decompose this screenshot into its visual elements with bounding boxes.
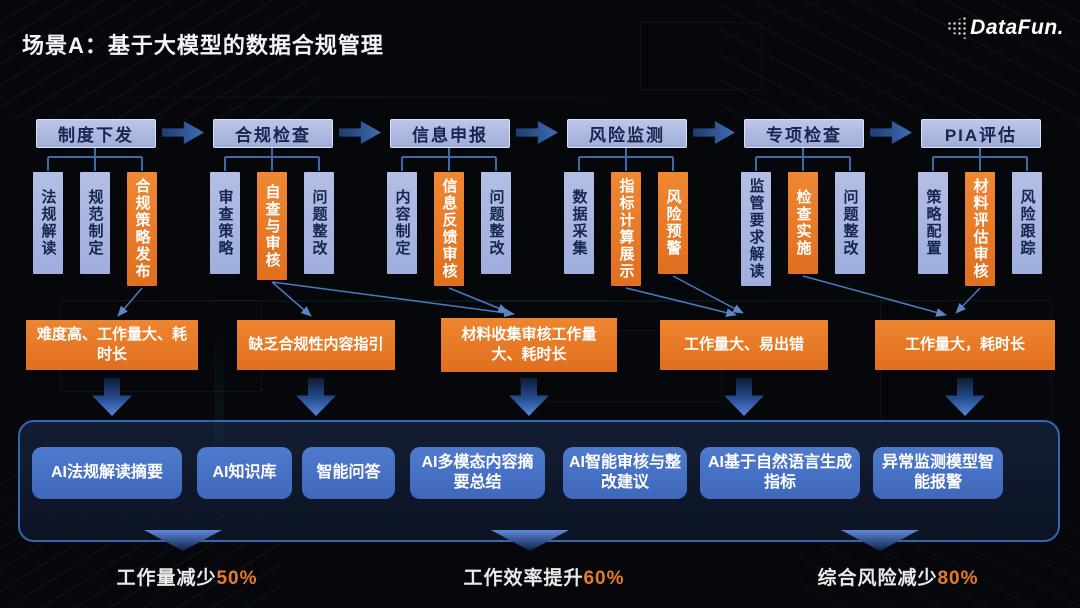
pain-point-box: 难度高、工作量大、耗时长: [26, 320, 198, 370]
pain-point-box: 材料收集审核工作量大、耗时长: [441, 318, 617, 372]
ai-solution-box: AI知识库: [197, 447, 292, 499]
pain-point-box: 工作量大，耗时长: [875, 320, 1055, 370]
step-box-highlight: 合规策略发布: [127, 172, 157, 286]
stat-workload-reduction: 工作量减少50%: [37, 563, 337, 590]
ai-solution-box: AI智能审核与整改建议: [563, 447, 687, 499]
stat-efficiency-gain: 工作效率提升60%: [394, 563, 694, 590]
step-box: 监管要求解读: [741, 172, 771, 286]
step-box-highlight: 材料评估审核: [965, 172, 995, 286]
stage-box-compliance-check: 合规检查: [213, 119, 333, 148]
stat-value: 60%: [583, 568, 625, 589]
page-title: 场景A：基于大模型的数据合规管理: [22, 33, 384, 58]
datafun-logo: DataFun.: [947, 16, 1064, 40]
stat-label: 工作量减少: [116, 568, 217, 589]
step-box-highlight: 指标计算展示: [611, 172, 641, 286]
stat-label: 综合风险减少: [817, 568, 938, 589]
step-box: 数据采集: [564, 172, 594, 274]
step-box: 问题整改: [481, 172, 511, 274]
step-box: 问题整改: [304, 172, 334, 274]
ai-solution-box: AI基于自然语言生成指标: [700, 447, 860, 499]
stage-box-info-report: 信息申报: [390, 119, 510, 148]
step-box-highlight: 风险预警: [658, 172, 688, 274]
step-box-highlight: 检查实施: [788, 172, 818, 274]
step-box-highlight: 信息反馈审核: [434, 172, 464, 286]
stat-label: 工作效率提升: [463, 568, 584, 589]
stat-risk-reduction: 综合风险减少80%: [748, 563, 1048, 590]
datafun-logo-text: DataFun.: [970, 16, 1064, 39]
stage-box-pia-evaluation: PIA评估: [921, 119, 1041, 148]
stage-box-risk-monitor: 风险监测: [567, 119, 687, 148]
pain-point-box: 工作量大、易出错: [660, 320, 828, 370]
stage-box-special-inspection: 专项检查: [744, 119, 864, 148]
step-box-highlight: 自查与审核: [257, 172, 287, 280]
step-box: 风险跟踪: [1012, 172, 1042, 274]
stat-value: 80%: [937, 568, 979, 589]
ai-solution-box: 智能问答: [302, 447, 395, 499]
step-box: 内容制定: [387, 172, 417, 274]
step-box: 规范制定: [80, 172, 110, 274]
stage-box-policy-release: 制度下发: [36, 119, 156, 148]
stat-value: 50%: [216, 568, 258, 589]
step-box: 策略配置: [918, 172, 948, 274]
step-box: 问题整改: [835, 172, 865, 274]
ai-solution-box: AI多模态内容摘要总结: [410, 447, 545, 499]
ai-solution-box: 异常监测模型智能报警: [873, 447, 1003, 499]
ai-solution-box: AI法规解读摘要: [32, 447, 182, 499]
step-box: 审查策略: [210, 172, 240, 274]
pain-point-box: 缺乏合规性内容指引: [237, 320, 395, 370]
step-box: 法规解读: [33, 172, 63, 274]
